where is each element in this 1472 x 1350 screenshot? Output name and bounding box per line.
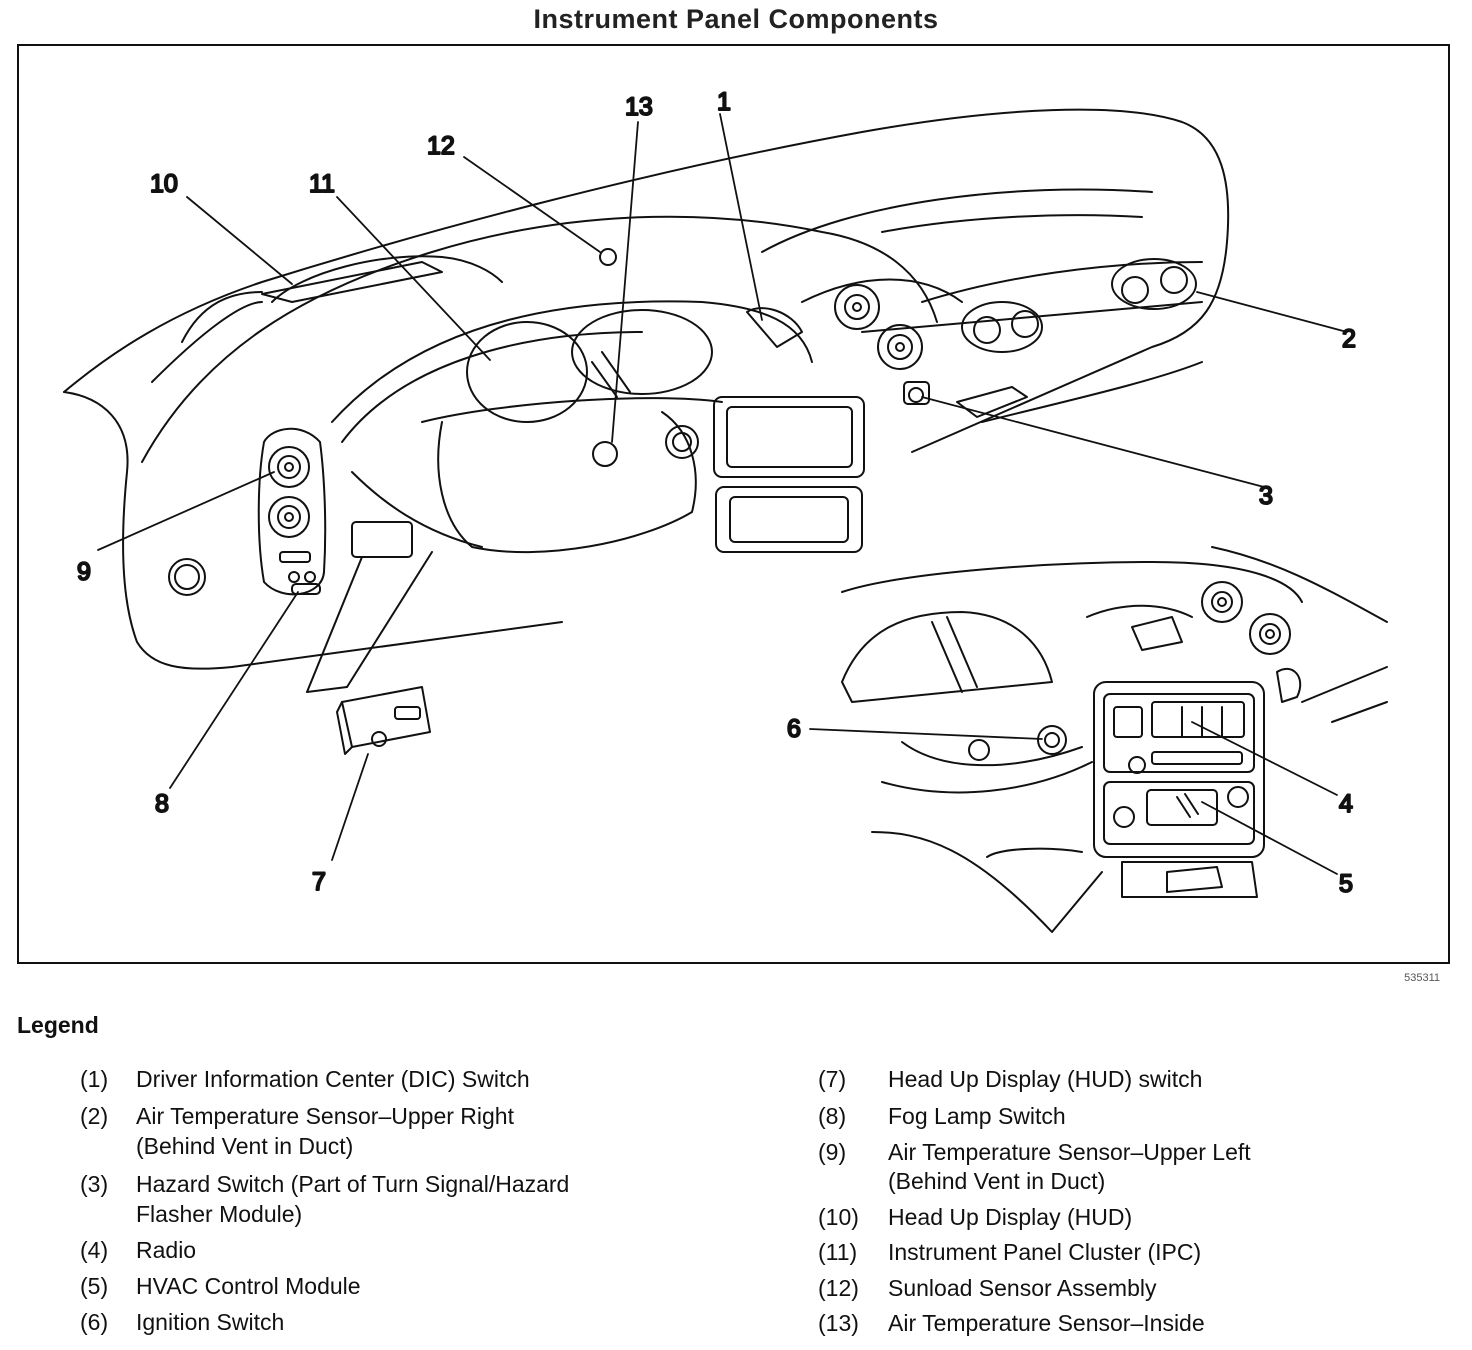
legend-num: (12) xyxy=(818,1275,859,1301)
legend-text-cont: (Behind Vent in Duct) xyxy=(136,1133,354,1159)
legend-num: (7) xyxy=(818,1066,847,1092)
legend-text: Sunload Sensor Assembly xyxy=(888,1275,1157,1301)
legend-num: (2) xyxy=(80,1103,109,1129)
figure-id: 535311 xyxy=(1404,972,1440,984)
legend-text: Head Up Display (HUD) switch xyxy=(888,1066,1203,1092)
legend-text-cont: (Behind Vent in Duct) xyxy=(888,1168,1106,1194)
callout-11: 11 xyxy=(309,170,335,198)
inset-detail xyxy=(841,546,1388,933)
legend-text: Head Up Display (HUD) xyxy=(888,1204,1133,1230)
legend-text: HVAC Control Module xyxy=(136,1273,361,1299)
legend-num: (13) xyxy=(818,1310,859,1336)
center-stack xyxy=(592,396,865,553)
dashboard-outline xyxy=(63,108,1230,670)
callout-7: 7 xyxy=(312,868,326,896)
callout-9: 9 xyxy=(77,558,91,586)
legend-num: (10) xyxy=(818,1204,859,1230)
legend-text: Air Temperature Sensor–Upper Right xyxy=(136,1103,514,1129)
leader-lines xyxy=(97,113,1348,875)
callout-labels: 1 2 3 4 5 6 7 8 9 10 11 12 13 xyxy=(76,87,1357,899)
legend-num: (8) xyxy=(818,1103,847,1129)
legend-text-cont: Flasher Module) xyxy=(136,1201,303,1227)
legend-num: (6) xyxy=(80,1309,109,1335)
legend-text: Air Temperature Sensor–Inside xyxy=(888,1310,1205,1336)
legend-num: (3) xyxy=(80,1171,109,1197)
callout-4: 4 xyxy=(1339,790,1353,818)
callout-13: 13 xyxy=(625,93,653,121)
callout-2: 2 xyxy=(1342,325,1356,353)
callout-3: 3 xyxy=(1259,482,1273,510)
legend-text: Instrument Panel Cluster (IPC) xyxy=(888,1239,1202,1265)
legend-num: (11) xyxy=(818,1239,858,1265)
diagram-title: Instrument Panel Components xyxy=(533,4,939,34)
legend-num: (4) xyxy=(80,1237,109,1263)
callout-12: 12 xyxy=(427,132,455,160)
legend-num: (9) xyxy=(818,1139,847,1165)
callout-8: 8 xyxy=(155,790,169,818)
legend-num: (5) xyxy=(80,1273,109,1299)
vents xyxy=(168,248,1197,596)
legend-num: (1) xyxy=(80,1066,109,1092)
legend-text: Hazard Switch (Part of Turn Signal/Hazar… xyxy=(136,1171,570,1197)
instrument-panel-illustration: 1 2 3 4 5 6 7 8 9 10 11 12 13 xyxy=(63,87,1388,933)
callout-6: 6 xyxy=(787,715,801,743)
callout-10: 10 xyxy=(150,170,178,198)
callout-1: 1 xyxy=(717,88,731,116)
legend-text: Ignition Switch xyxy=(136,1309,285,1335)
callout-5: 5 xyxy=(1339,870,1353,898)
legend-text: Driver Information Center (DIC) Switch xyxy=(136,1066,530,1092)
legend-text: Radio xyxy=(136,1237,197,1263)
legend-text: Air Temperature Sensor–Upper Left xyxy=(888,1139,1251,1165)
hud-switch-detail xyxy=(306,551,433,755)
legend-text: Fog Lamp Switch xyxy=(888,1103,1066,1129)
illustration-frame: 1 2 3 4 5 6 7 8 9 10 11 12 13 xyxy=(17,44,1450,964)
cluster-housing xyxy=(351,309,713,554)
legend-heading: Legend xyxy=(17,1012,99,1038)
